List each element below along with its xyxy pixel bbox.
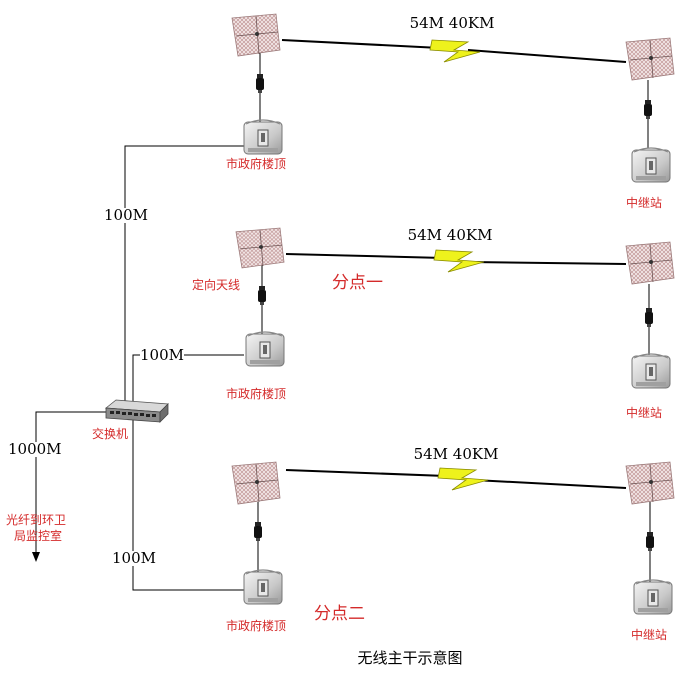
grid-antenna-icon xyxy=(625,241,675,285)
link-switch-to-top-rooftop xyxy=(124,145,244,410)
link-3-label: 54M 40KM xyxy=(413,445,499,463)
lightning-bolt-icon xyxy=(433,249,485,273)
rooftop-label-3: 市政府楼顶 xyxy=(226,619,287,633)
equipment-box-icon xyxy=(245,331,285,367)
rooftop-label-2: 市政府楼顶 xyxy=(226,387,287,401)
relay-label-1: 中继站 xyxy=(626,196,663,210)
fiber-line xyxy=(35,411,110,560)
poe-injector-icon xyxy=(258,286,266,305)
equipment-box-icon xyxy=(633,579,673,615)
link-2-label: 54M 40KM xyxy=(407,226,493,244)
grid-antenna-icon xyxy=(235,227,285,269)
vertical-connectors xyxy=(257,48,651,582)
wireless-link-1 xyxy=(281,39,627,63)
link-switch-to-bottom-rooftop xyxy=(132,420,244,591)
speed-label-fiber: 1000M xyxy=(8,440,62,458)
diagram-title: 无线主干示意图 xyxy=(357,649,463,667)
speed-label-mid: 100M xyxy=(140,346,184,364)
switch-label: 交换机 xyxy=(92,427,129,441)
wireless-link-2 xyxy=(285,249,627,273)
lightning-bolt-icon xyxy=(437,467,489,491)
antenna-label: 定向天线 xyxy=(192,278,241,292)
rooftop-label-1: 市政府楼顶 xyxy=(226,157,287,171)
fiber-arrow-icon xyxy=(32,552,40,562)
speed-label-bottom: 100M xyxy=(112,549,156,567)
relay-label-3: 中继站 xyxy=(631,628,668,642)
fiber-destination-line2: 局监控室 xyxy=(14,529,63,543)
poe-injector-icon xyxy=(254,522,262,541)
fiber-destination-line1: 光纤到环卫 xyxy=(6,513,67,527)
poe-injector-icon xyxy=(646,532,654,551)
wireless-link-3 xyxy=(285,467,627,491)
branch-label-2: 分点二 xyxy=(314,604,365,624)
speed-label-top: 100M xyxy=(104,206,148,224)
grid-antenna-icon xyxy=(231,461,281,505)
equipment-box-icon xyxy=(243,569,283,605)
poe-injector-icon xyxy=(645,308,653,327)
poe-injector-icon xyxy=(256,74,264,93)
relay-label-2: 中继站 xyxy=(626,406,663,420)
equipment-box-icon xyxy=(243,119,283,155)
grid-antenna-icon xyxy=(625,37,675,81)
equipment-box-icon xyxy=(631,147,671,183)
link-1-label: 54M 40KM xyxy=(409,14,495,32)
equipment-box-icon xyxy=(631,353,671,389)
poe-injector-icon xyxy=(644,100,652,119)
grid-antenna-icon xyxy=(625,461,675,505)
branch-label-1: 分点一 xyxy=(332,273,383,293)
link-switch-to-mid-rooftop xyxy=(132,354,244,410)
lightning-bolt-icon xyxy=(429,39,481,63)
grid-antenna-icon xyxy=(231,13,281,57)
network-switch-icon xyxy=(104,399,169,423)
